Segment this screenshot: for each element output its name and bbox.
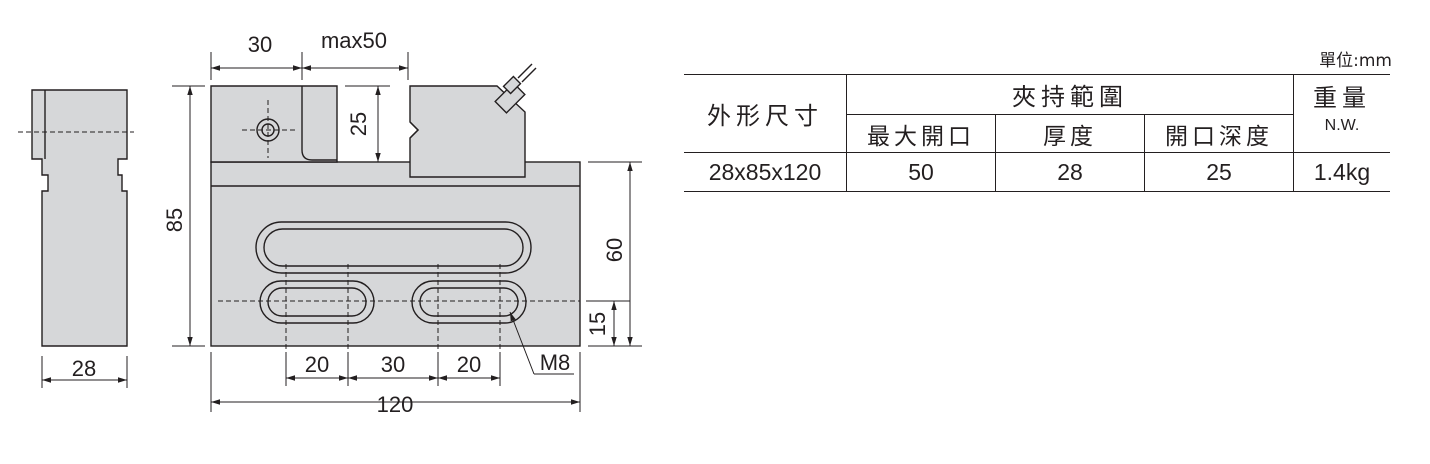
header-range: 夾持範圍 — [846, 74, 1294, 115]
header-thickness: 厚度 — [995, 114, 1145, 153]
header-weight: 重量 — [1293, 74, 1390, 115]
spec-table: 外形尺寸 夾持範圍 重量 最大開口 厚度 開口深度 N.W. 28x85x120… — [684, 74, 1390, 192]
dim-jaw-25: 25 — [346, 112, 371, 136]
header-size: 外形尺寸 — [684, 74, 847, 153]
cell-opening: 50 — [846, 152, 996, 192]
dim-top-30: 30 — [248, 32, 272, 57]
dim-bottom-20a: 20 — [305, 352, 329, 377]
cell-size: 28x85x120 — [684, 152, 847, 192]
cell-thickness: 28 — [995, 152, 1145, 192]
dim-width-28: 28 — [72, 356, 96, 381]
dim-bottom-20b: 20 — [457, 352, 481, 377]
header-opening: 最大開口 — [846, 114, 996, 153]
thread-label-m8: M8 — [540, 350, 571, 375]
dim-bottom-30: 30 — [381, 352, 405, 377]
front-view: 30 max50 25 85 60 15 20 30 20 120 — [162, 28, 642, 417]
cell-depth: 25 — [1144, 152, 1294, 192]
dim-height-85: 85 — [162, 208, 187, 232]
header-depth: 開口深度 — [1144, 114, 1294, 153]
dim-top-max50: max50 — [321, 28, 387, 53]
cell-weight: 1.4kg — [1293, 152, 1390, 192]
dim-length-120: 120 — [377, 392, 414, 417]
technical-drawing: 28 — [18, 28, 642, 417]
side-view: 28 — [18, 89, 134, 388]
dim-height-15: 15 — [585, 312, 610, 336]
dim-height-60: 60 — [602, 238, 627, 262]
header-nw: N.W. — [1293, 114, 1390, 153]
unit-label: 單位:mm — [1319, 51, 1392, 71]
screw-head-icon — [494, 63, 537, 114]
